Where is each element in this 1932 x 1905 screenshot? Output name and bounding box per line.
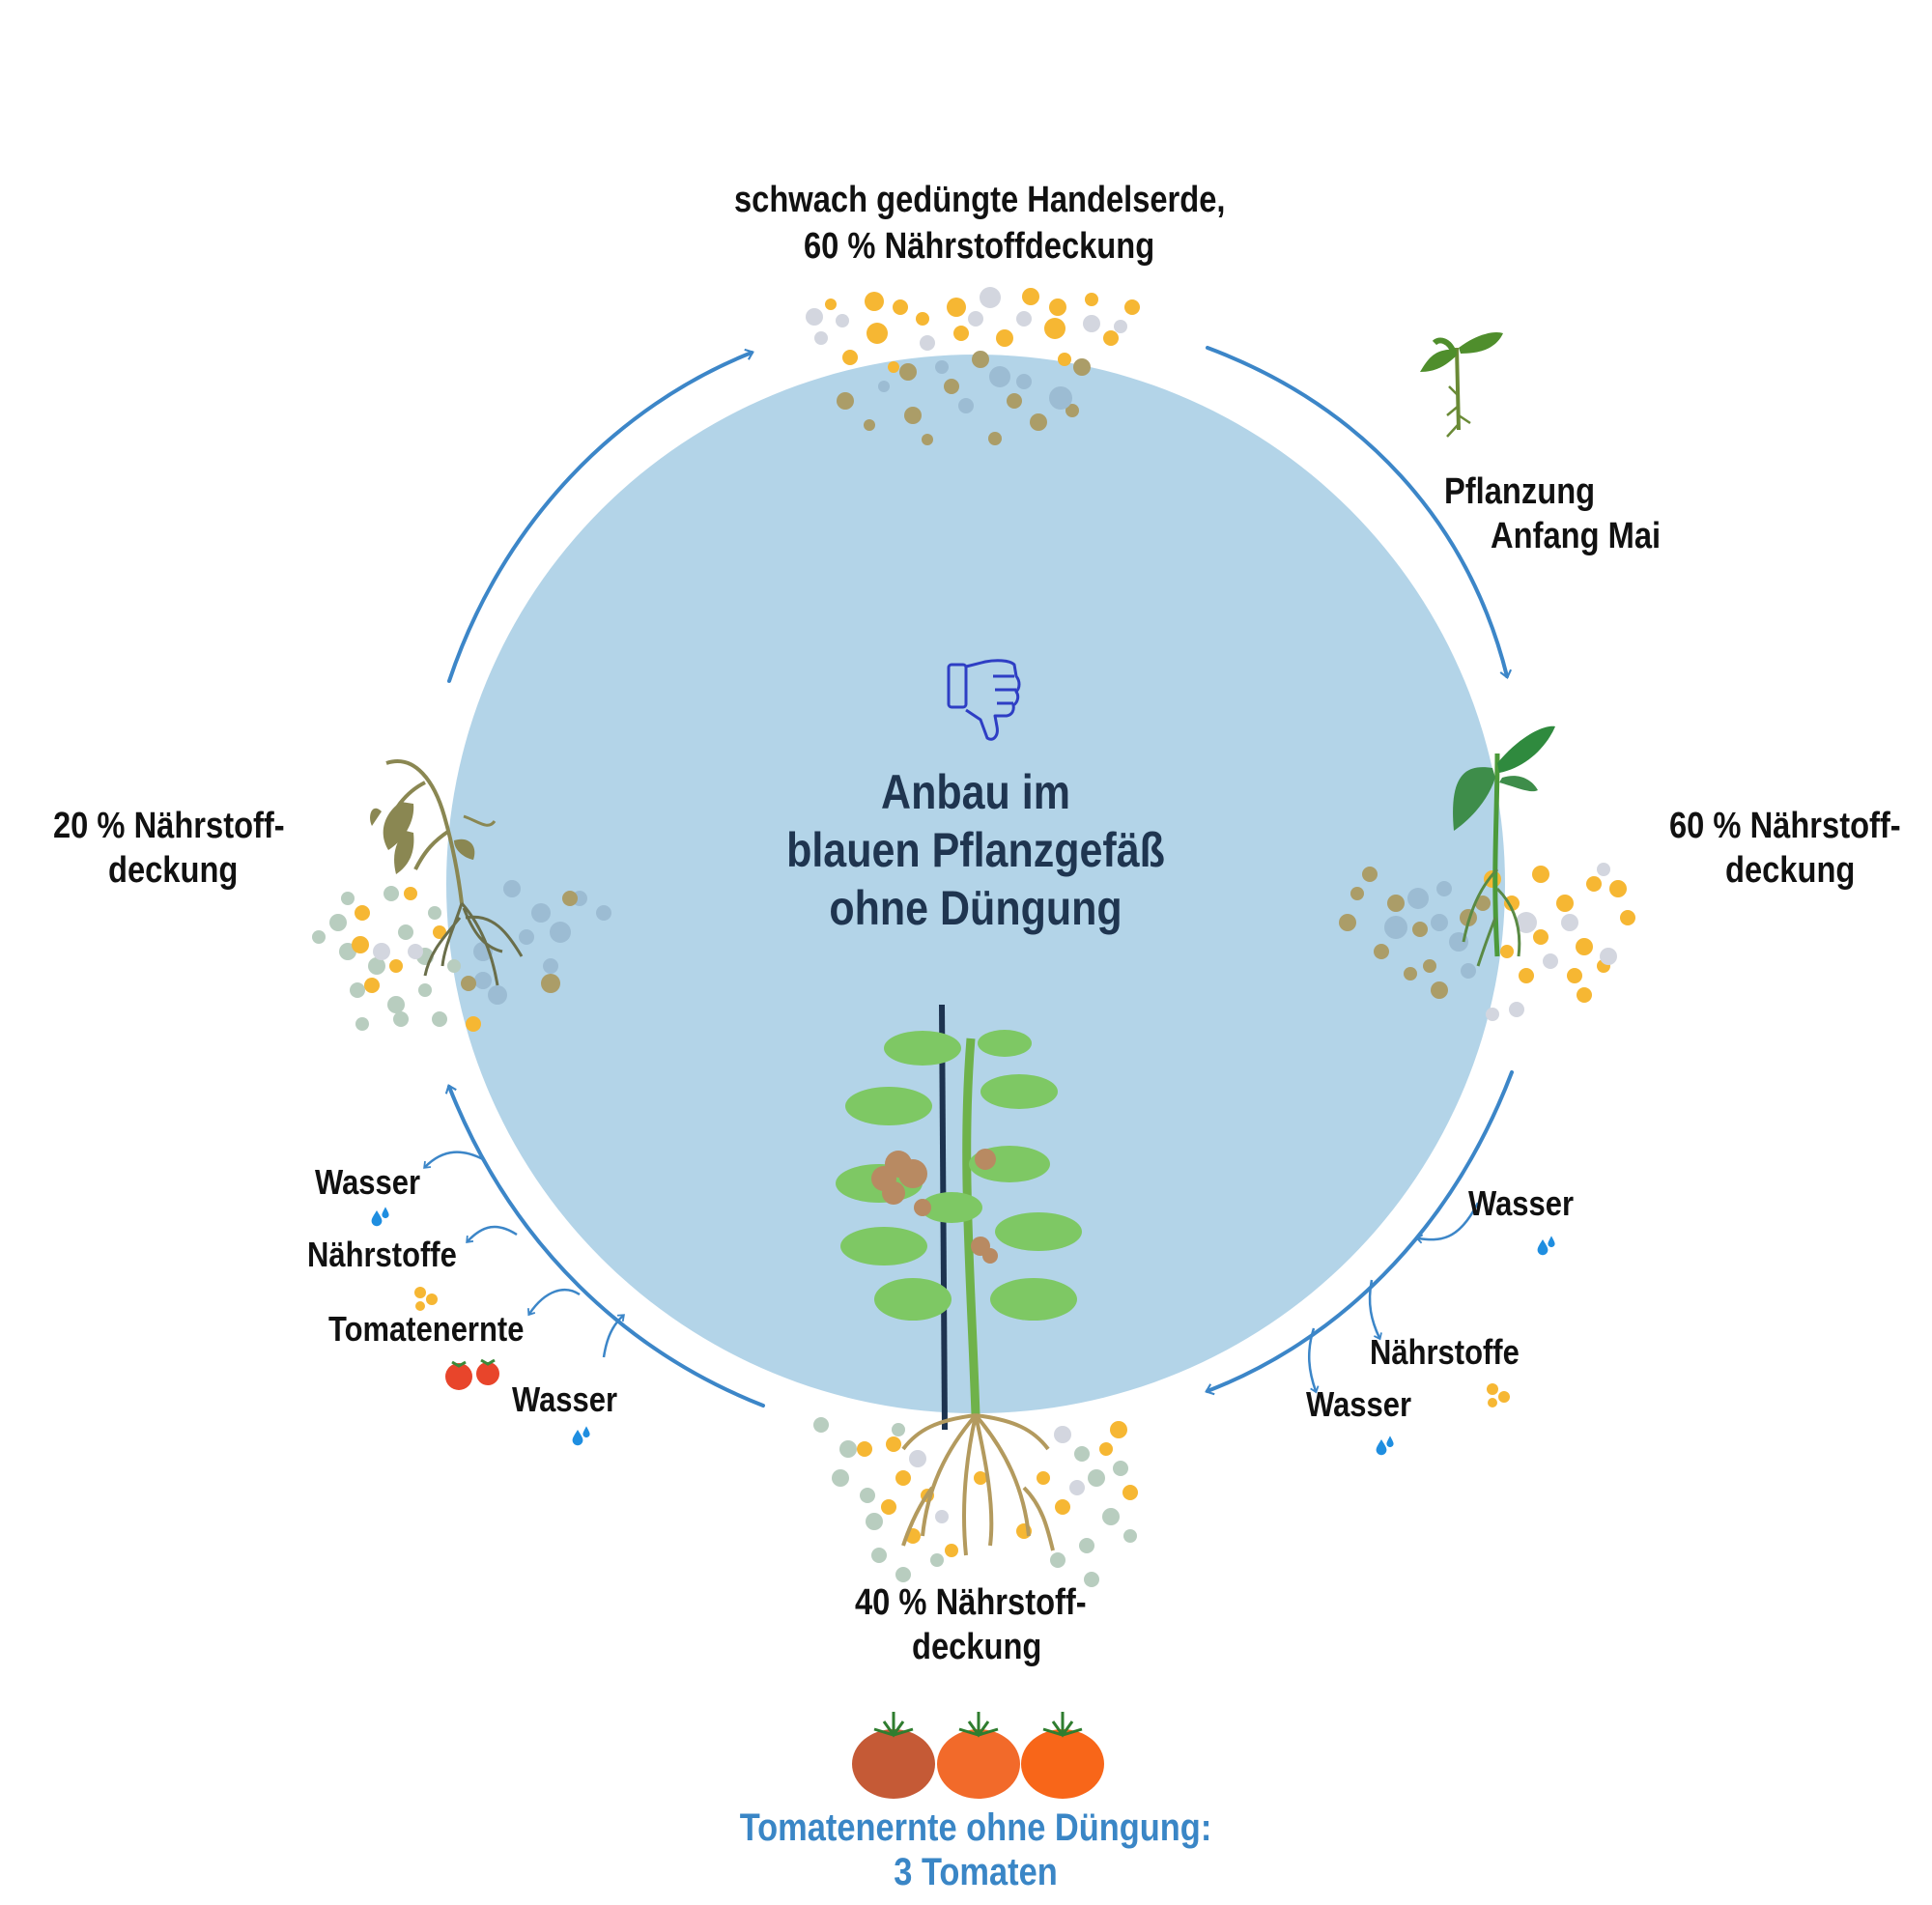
flow-arrow-nutrients-out xyxy=(1368,1279,1382,1341)
flow-label-left-water-top: Wasser xyxy=(315,1162,421,1202)
flow-arrow-water-out xyxy=(1307,1327,1320,1394)
flow-label-left-water-bottom: Wasser xyxy=(512,1379,618,1419)
flow-arrow-harvest xyxy=(526,1288,581,1317)
flow-arrows-right xyxy=(1307,1202,1480,1394)
soil-top xyxy=(806,287,1140,445)
right-stage-label-line2: deckung xyxy=(1725,850,1856,891)
wilted-leaves xyxy=(370,802,475,874)
center-title-line2: blauen Pflanzgefäß xyxy=(786,823,1165,877)
thumbs-down-icon xyxy=(947,659,1021,741)
flow-label-left-harvest: Tomatenernte xyxy=(328,1309,525,1349)
nutrient-pellets-icon xyxy=(414,1287,1510,1407)
flow-label-right-water: Wasser xyxy=(1306,1384,1412,1424)
harvest-tomatoes-icon xyxy=(852,1712,1104,1799)
soil-left xyxy=(312,880,611,1032)
seedling-icon xyxy=(1420,331,1503,438)
flow-arrow-water-bottom xyxy=(602,1314,625,1358)
young-plant-icon xyxy=(1453,725,1555,967)
arrow-top-right xyxy=(1206,346,1513,679)
flow-label-right-water-in: Wasser xyxy=(1468,1183,1575,1223)
soil-bottom xyxy=(813,1417,1138,1587)
harvest-label-line2: 3 Tomaten xyxy=(894,1851,1058,1893)
harvest-label-line1: Tomatenernte ohne Düngung: xyxy=(739,1806,1212,1849)
planting-label-line2: Anfang Mai xyxy=(1491,516,1662,556)
bottom-stage-label-line1: 40 % Nährstoff- xyxy=(855,1582,1087,1623)
left-stage-label-line1: 20 % Nährstoff- xyxy=(53,806,285,846)
right-stage-label-line1: 60 % Nährstoff- xyxy=(1669,806,1901,846)
flow-label-left-nutrients: Nährstoffe xyxy=(307,1235,457,1274)
water-drops-icon xyxy=(371,1207,1555,1456)
top-label-line1: schwach gedüngte Handelserde, xyxy=(734,180,1226,220)
bottom-stage-label-line2: deckung xyxy=(912,1627,1042,1667)
small-tomatoes-icon xyxy=(445,1358,499,1390)
flow-arrows-left xyxy=(423,1151,625,1358)
tomato-plant-icon xyxy=(836,1004,1082,1556)
planting-label-line1: Pflanzung xyxy=(1444,471,1596,512)
arrow-left-top xyxy=(447,348,754,683)
cycle-arrows xyxy=(444,346,1514,1407)
flow-label-right-nutrients: Nährstoffe xyxy=(1370,1332,1520,1372)
arrow-right-bottom xyxy=(1205,1070,1514,1396)
center-title-line1: Anbau im xyxy=(881,765,1070,819)
flow-arrow-nutrients xyxy=(466,1225,518,1243)
soil-right xyxy=(1339,863,1635,1021)
pot-circle xyxy=(446,355,1505,1413)
arrow-bottom-left xyxy=(444,1084,765,1407)
flow-arrow-water-in xyxy=(1415,1202,1480,1244)
left-stage-label-line2: deckung xyxy=(108,850,239,891)
flow-arrow-water-top xyxy=(423,1151,484,1169)
center-title-line3: ohne Düngung xyxy=(829,881,1122,935)
top-label-line2: 60 % Nährstoffdeckung xyxy=(804,226,1155,267)
